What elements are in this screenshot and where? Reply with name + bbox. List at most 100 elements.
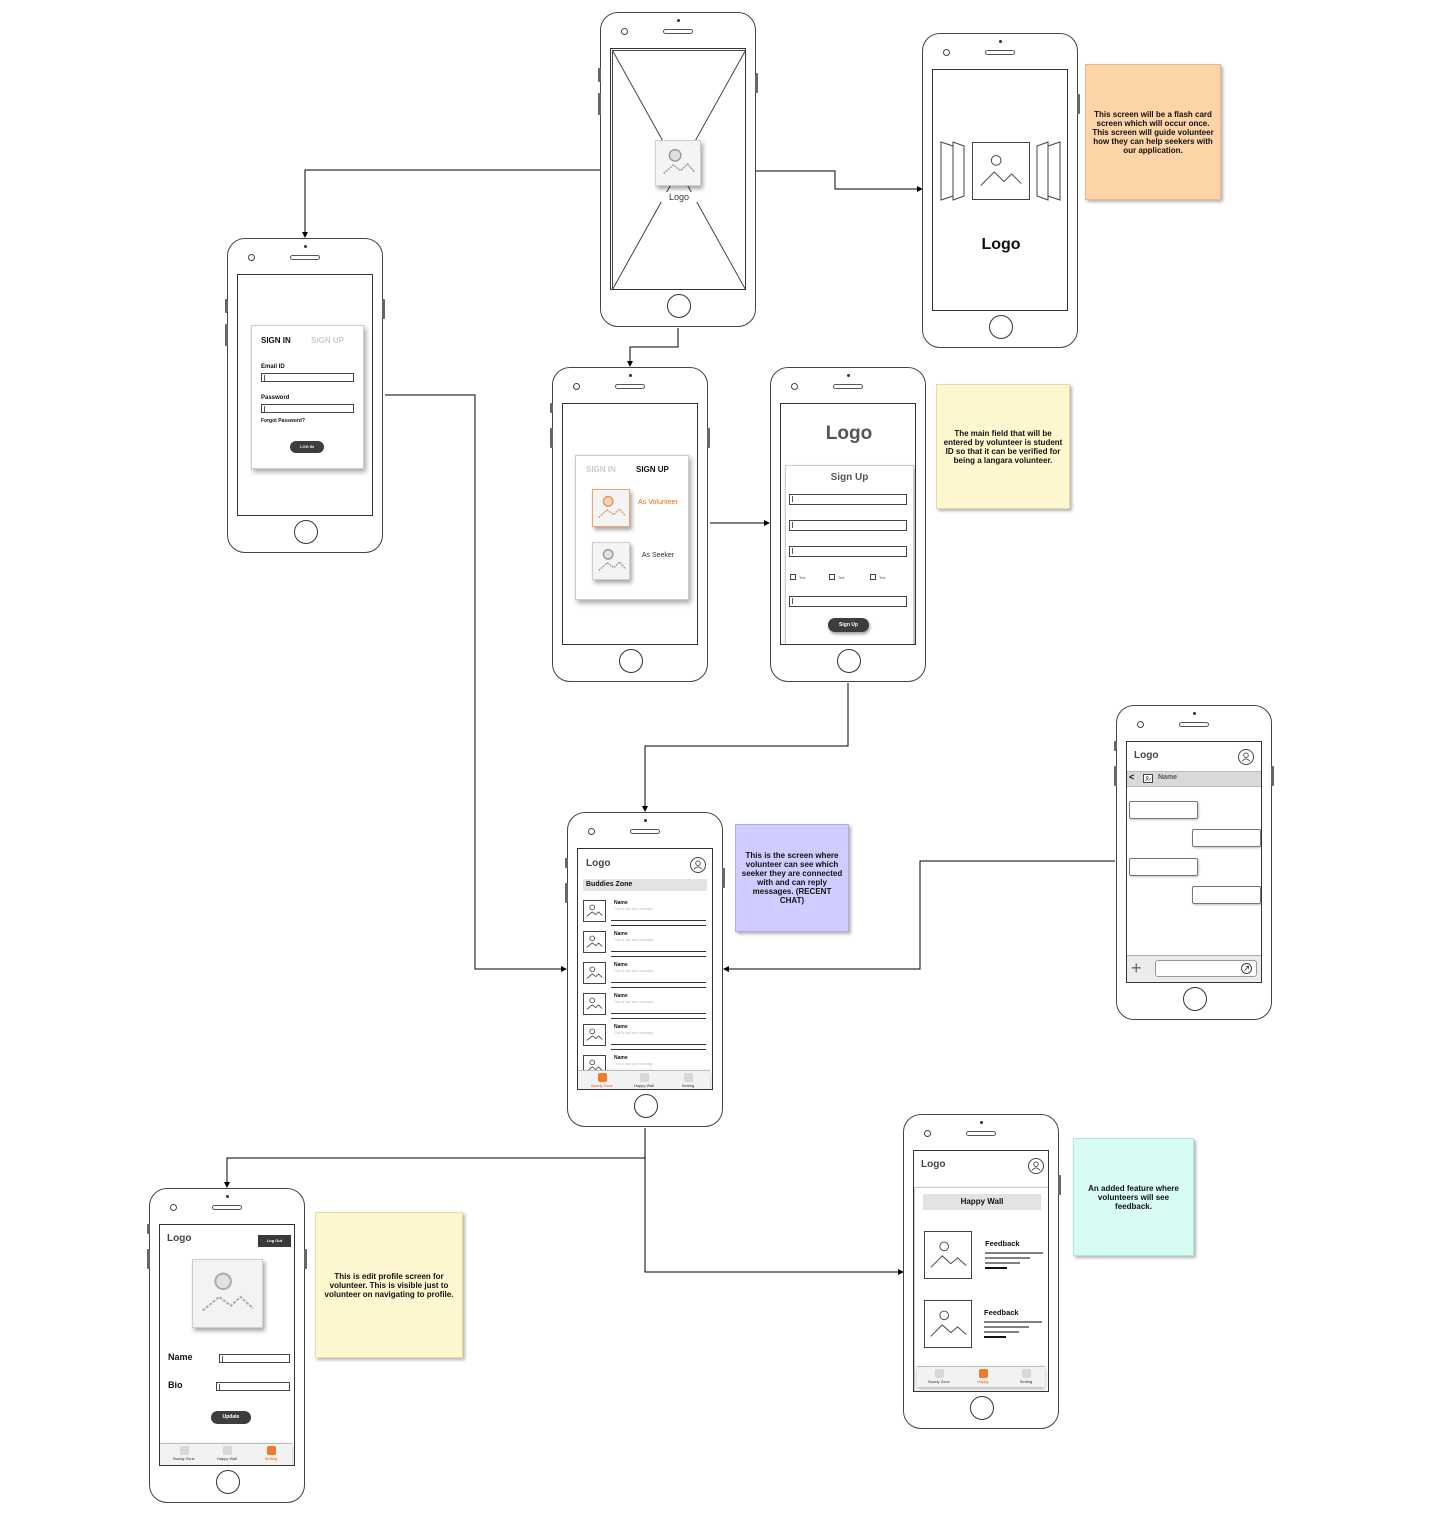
home-button[interactable] [837, 649, 861, 673]
home-button[interactable] [667, 294, 691, 318]
tab-happy-wall[interactable]: Happy Wall [624, 1071, 664, 1088]
home-button[interactable] [634, 1094, 658, 1118]
buddies-section-title: Buddies Zone [583, 879, 707, 891]
volunteer-image[interactable] [592, 489, 630, 527]
flashcard-screen: Logo [932, 69, 1068, 311]
checkbox-3[interactable] [870, 574, 876, 580]
logout-button[interactable]: Log Out [258, 1235, 291, 1247]
seeker-label[interactable]: As Seeker [641, 552, 675, 559]
signup-card: Sign Up Text Text Text Sign Up [785, 465, 914, 644]
buddy-last-message: This is last sent message [614, 1062, 654, 1066]
buddy-row-divider [611, 956, 706, 957]
splash-logo-label: Logo [659, 192, 699, 202]
arrow-chat-to-buddies [723, 860, 1115, 972]
profile-icon[interactable] [1238, 749, 1254, 765]
profile-photo[interactable] [192, 1259, 263, 1328]
signup-field-3[interactable] [789, 546, 907, 557]
avatar-icon [586, 904, 603, 917]
tab-setting-label: Setting [681, 1083, 695, 1088]
buddy-zone-icon [179, 1446, 189, 1455]
happy-wall-icon [222, 1446, 232, 1455]
tab-happy-wall[interactable]: Happy [963, 1367, 1003, 1384]
happy-wall-icon [978, 1369, 988, 1378]
volunteer-label[interactable]: As Volunteer [638, 499, 678, 506]
avatar-icon [586, 935, 603, 948]
home-button[interactable] [216, 1470, 240, 1494]
tab-happy-wall[interactable]: Happy Wall [207, 1444, 247, 1461]
update-button[interactable]: Update [211, 1411, 251, 1424]
tab-buddy-zone[interactable]: Buddy Zone [919, 1367, 959, 1384]
buddies-section-title-text: Buddies Zone [586, 881, 633, 888]
phone-flashcard: Logo [922, 33, 1080, 348]
message-input[interactable] [1155, 960, 1257, 977]
arrow-buddies-to-profile [224, 1128, 646, 1188]
home-button[interactable] [294, 520, 318, 544]
tab-buddy-zone[interactable]: Buddy Zone [164, 1444, 204, 1461]
signup-button[interactable]: Sign Up [828, 618, 869, 632]
sent-message-bubble [1192, 829, 1261, 847]
buddy-zone-icon [597, 1073, 607, 1082]
flashcard-logo: Logo [981, 236, 1021, 253]
note-student-id: The main field that will be entered by v… [936, 384, 1070, 509]
tab-setting[interactable]: Setting [251, 1444, 291, 1461]
back-icon[interactable]: < [1129, 772, 1135, 782]
signup-field-1[interactable] [789, 494, 907, 505]
add-icon[interactable]: + [1131, 958, 1142, 978]
tab-signup[interactable]: SIGN UP [636, 465, 669, 474]
image-placeholder-icon [202, 1272, 254, 1312]
home-button[interactable] [989, 315, 1013, 339]
forgot-password-link[interactable]: Forgot Password? [261, 418, 305, 424]
arrow-signup-to-buddies [642, 683, 849, 812]
email-input[interactable] [261, 373, 354, 382]
phone-role-select: SIGN IN SIGN UP As Volunteer As Seeker [550, 367, 710, 682]
user-icon [1031, 1161, 1041, 1171]
tab-buddy-zone-label: Buddy Zone [928, 1379, 950, 1384]
password-input[interactable] [261, 404, 354, 413]
received-message-bubble [1129, 858, 1198, 876]
checkbox-1[interactable] [790, 574, 796, 580]
note-recent-chat: This is the screen where volunteer can s… [735, 824, 849, 932]
signup-field-2[interactable] [789, 520, 907, 531]
home-button[interactable] [619, 649, 643, 673]
bio-input[interactable] [216, 1382, 290, 1391]
buddy-last-message: This is last sent message [614, 969, 654, 973]
note-flashcard: This screen will be a flash card screen … [1085, 64, 1221, 200]
signin-screen: SIGN IN SIGN UP Email ID Password Forgot… [237, 274, 373, 516]
role-card: SIGN IN SIGN UP As Volunteer As Seeker [575, 455, 689, 600]
buddy-zone-icon [934, 1369, 944, 1378]
buddy-row-divider [611, 920, 706, 921]
checkbox-2[interactable] [829, 574, 835, 580]
tab-signup[interactable]: SIGN UP [311, 336, 344, 345]
tab-buddy-zone[interactable]: Buddy Zone [582, 1071, 622, 1088]
happy-wall-title-bar: Happy Wall [923, 1194, 1041, 1210]
buddy-avatar [583, 1024, 606, 1046]
buddy-row-divider [611, 1044, 706, 1045]
buddy-last-message: This is last sent message [614, 1000, 654, 1004]
phone-signup: Logo Sign Up Text Text Text Sign Up [770, 367, 926, 682]
phone-signin: SIGN IN SIGN UP Email ID Password Forgot… [225, 238, 385, 553]
tab-signin[interactable]: SIGN IN [586, 465, 616, 474]
send-icon[interactable] [1241, 963, 1252, 974]
student-id-field[interactable] [789, 596, 907, 607]
feedback-title: Feedback [984, 1308, 1019, 1317]
home-button[interactable] [970, 1396, 994, 1420]
phone-chat: Logo < Name + [1114, 705, 1274, 1020]
profile-icon[interactable] [1028, 1158, 1044, 1174]
tab-signin[interactable]: SIGN IN [261, 336, 291, 345]
home-button[interactable] [1183, 987, 1207, 1011]
feedback-image [924, 1300, 972, 1348]
seeker-image[interactable] [592, 542, 630, 580]
buddy-row-divider [611, 1018, 706, 1019]
name-input[interactable] [219, 1354, 290, 1363]
login-button[interactable]: LOG IN [290, 441, 324, 453]
arrow-splash-to-role [627, 328, 679, 367]
tab-setting[interactable]: Setting [1006, 1367, 1046, 1384]
profile-icon[interactable] [690, 857, 706, 873]
happy-wall-icon [639, 1073, 649, 1082]
tab-setting[interactable]: Setting [668, 1071, 708, 1088]
